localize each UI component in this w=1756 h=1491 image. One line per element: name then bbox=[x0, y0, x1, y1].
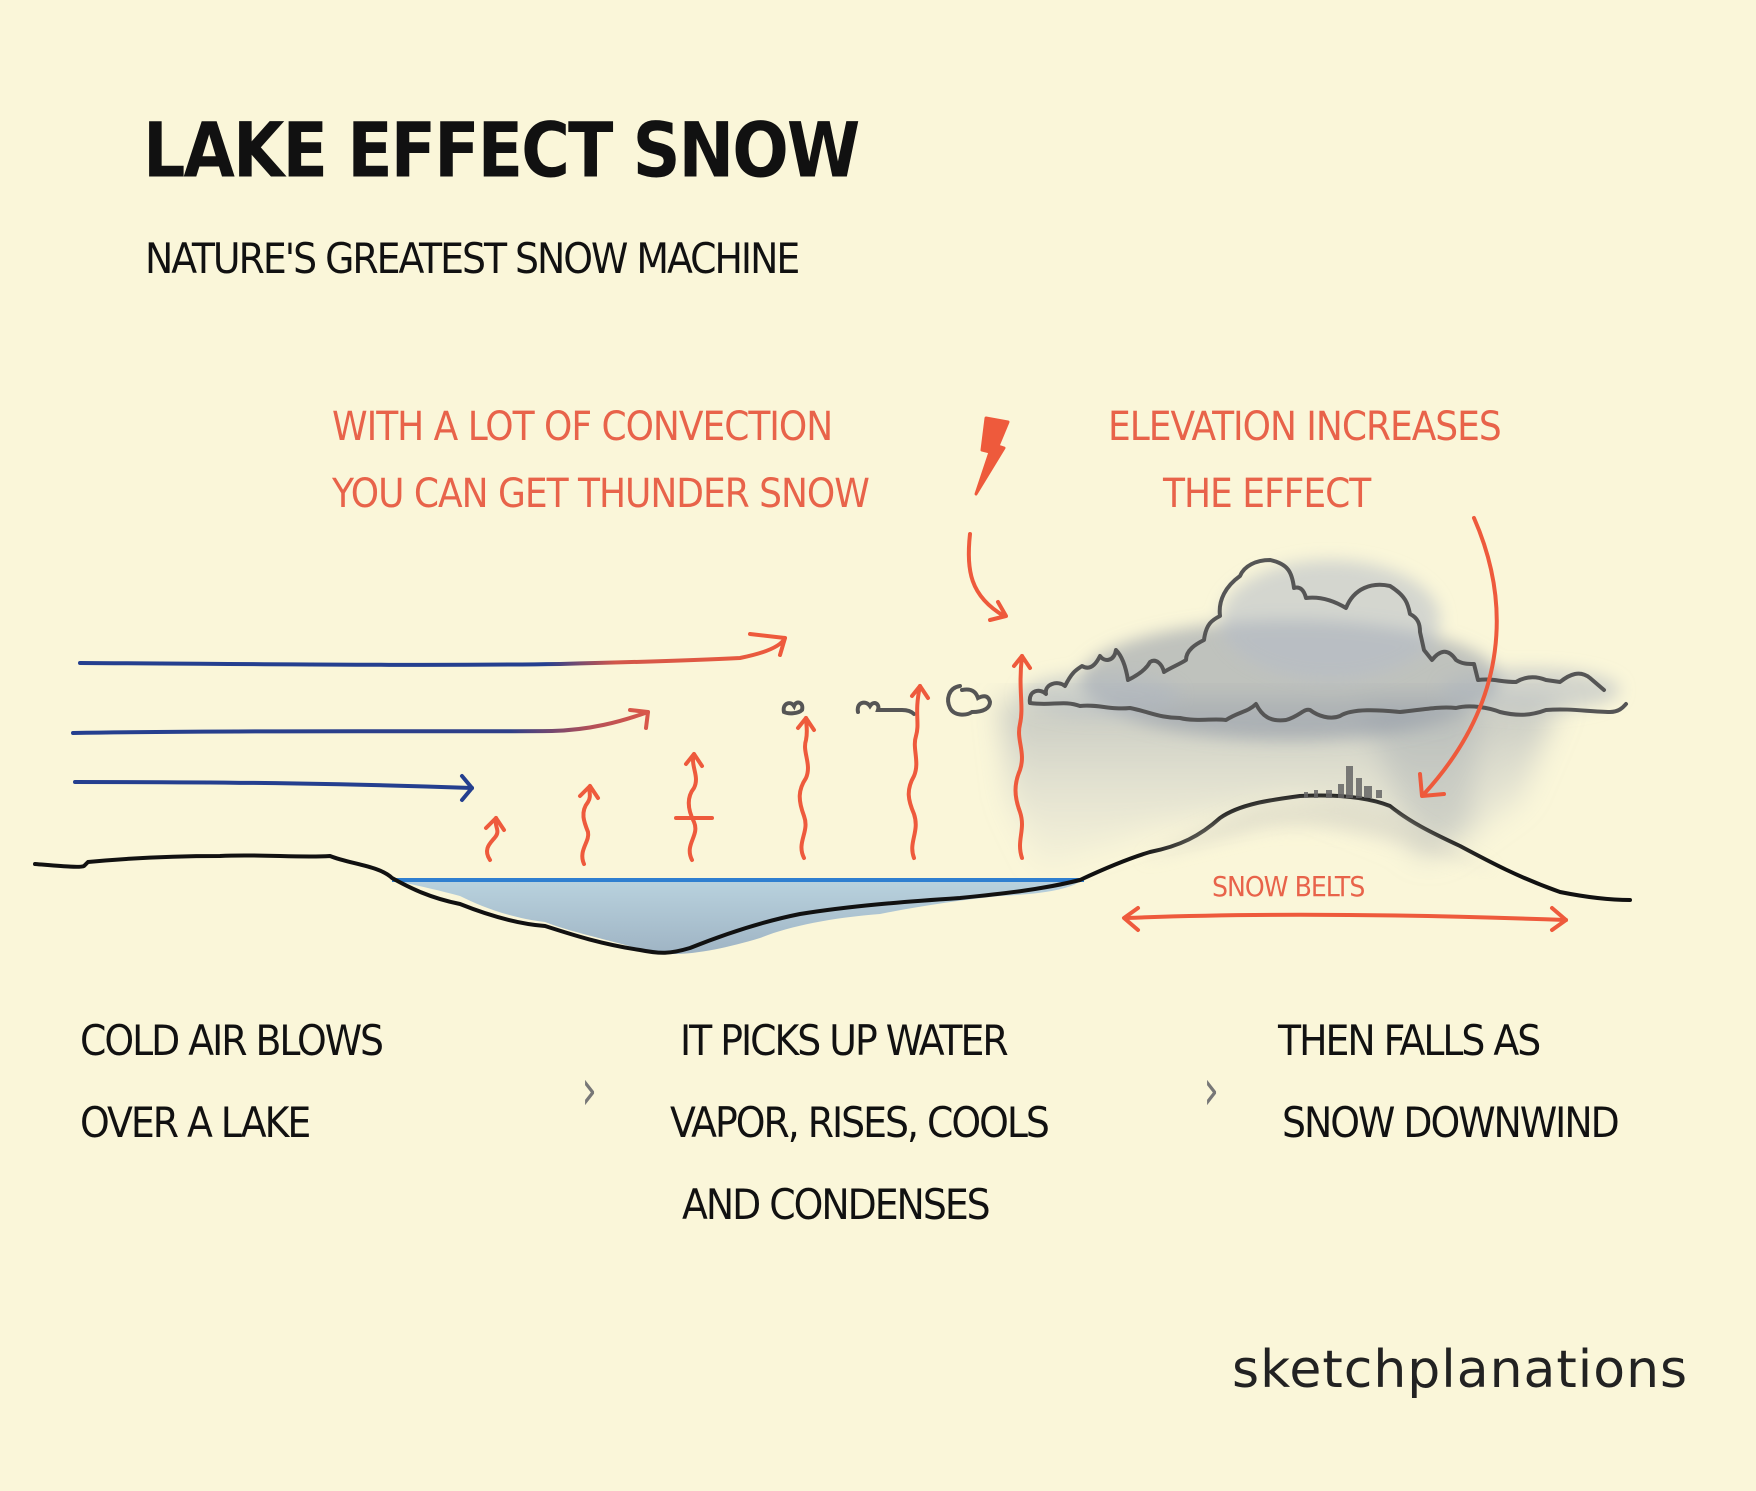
brand-signature: sketchplanations bbox=[1232, 1340, 1689, 1400]
step-2-text: It picks up water vapor, rises, cools an… bbox=[670, 1000, 1050, 1246]
step-2-line-1: It picks up water bbox=[680, 1016, 1009, 1065]
step-1-line-2: over a lake bbox=[80, 1098, 311, 1147]
cloud-outline bbox=[1027, 558, 1628, 723]
hilltop-town-icon bbox=[1304, 766, 1382, 798]
small-clouds bbox=[781, 684, 993, 717]
step-separator-chevron-icon: › bbox=[1203, 1058, 1220, 1123]
convection-annotation: With a lot of convection you can get thu… bbox=[332, 394, 870, 528]
elevation-annotation-line-2: the effect bbox=[1163, 471, 1371, 517]
step-1-line-1: Cold air blows bbox=[80, 1016, 384, 1065]
convection-pointer-arrow bbox=[966, 532, 1006, 618]
page-title: Lake Effect Snow bbox=[143, 107, 860, 195]
elevation-pointer-arrow bbox=[1422, 516, 1499, 796]
elevation-annotation-line-1: Elevation increases bbox=[1108, 404, 1502, 450]
step-1-text: Cold air blows over a lake bbox=[80, 1000, 384, 1164]
step-2-line-3: and condenses bbox=[682, 1180, 991, 1229]
air-arrow-middle bbox=[71, 710, 650, 735]
hill-snow-shading bbox=[1140, 800, 1500, 872]
ground-line bbox=[33, 793, 1632, 955]
page-subtitle: Nature's Greatest Snow Machine bbox=[145, 234, 800, 283]
air-arrow-bottom bbox=[73, 780, 474, 790]
convection-annotation-line-1: With a lot of convection bbox=[332, 404, 833, 450]
convection-annotation-line-2: you can get thunder snow bbox=[332, 471, 870, 517]
cold-air-arrows bbox=[71, 632, 787, 802]
air-arrow-top bbox=[78, 636, 787, 667]
snow-belts-label: Snow Belts bbox=[1212, 870, 1365, 903]
annotation-arrows bbox=[966, 516, 1499, 798]
lake-water bbox=[392, 880, 1082, 955]
step-3-text: Then falls as snow downwind bbox=[1278, 1000, 1620, 1164]
step-2-line-2: vapor, rises, cools bbox=[670, 1098, 1050, 1147]
rising-vapor-arrows bbox=[484, 654, 1032, 866]
step-separator-chevron-icon: › bbox=[581, 1058, 598, 1123]
snow-belts-double-arrow bbox=[1122, 906, 1568, 932]
lightning-bolt-icon bbox=[974, 416, 1010, 496]
step-3-line-2: snow downwind bbox=[1282, 1098, 1620, 1147]
elevation-annotation: Elevation increases the effect bbox=[1108, 394, 1502, 528]
step-3-line-1: Then falls as bbox=[1278, 1016, 1541, 1065]
